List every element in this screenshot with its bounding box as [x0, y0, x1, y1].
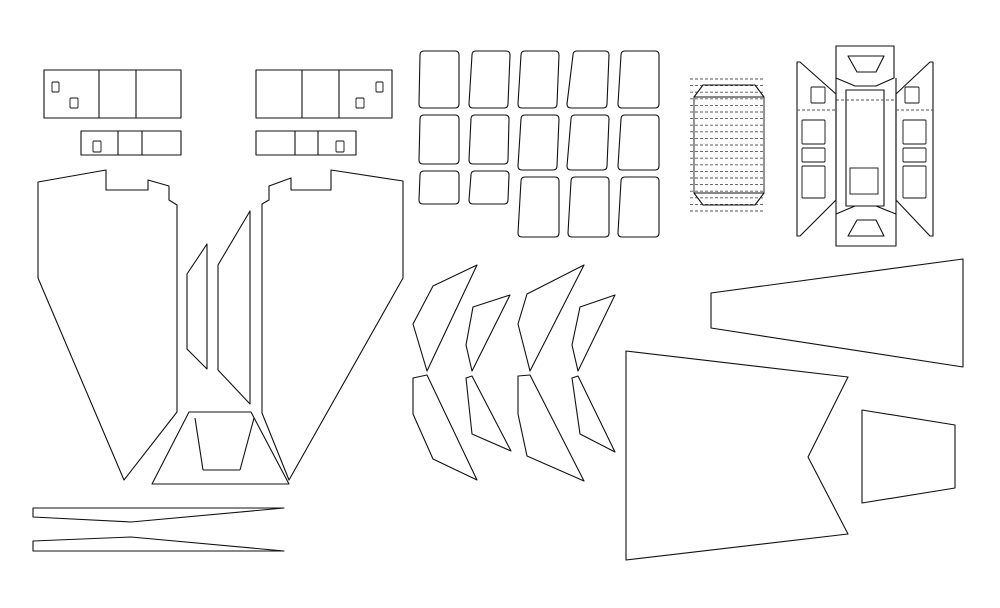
long-strip-lower	[32, 536, 285, 552]
left-narrow-insert	[186, 243, 208, 370]
small-trapezoid-panel	[861, 409, 956, 504]
long-strip-upper	[32, 507, 285, 523]
left-small-tab-strip	[80, 130, 182, 156]
right-long-wedge-panel	[710, 258, 964, 368]
left-wing-panel	[37, 169, 178, 481]
curved-shards-group	[412, 264, 616, 482]
cockpit-frame-panel	[796, 45, 934, 247]
right-narrow-insert	[217, 210, 251, 405]
bottom-tail-trapezoid	[151, 411, 290, 485]
top-right-tab-strip	[255, 69, 393, 119]
top-left-tab-strip	[43, 69, 182, 119]
right-wing-panel	[261, 169, 404, 481]
right-small-tab-strip	[255, 130, 357, 156]
window-panes-grid	[418, 50, 660, 238]
striped-fold-strip	[690, 78, 765, 212]
large-notched-panel	[625, 350, 849, 561]
